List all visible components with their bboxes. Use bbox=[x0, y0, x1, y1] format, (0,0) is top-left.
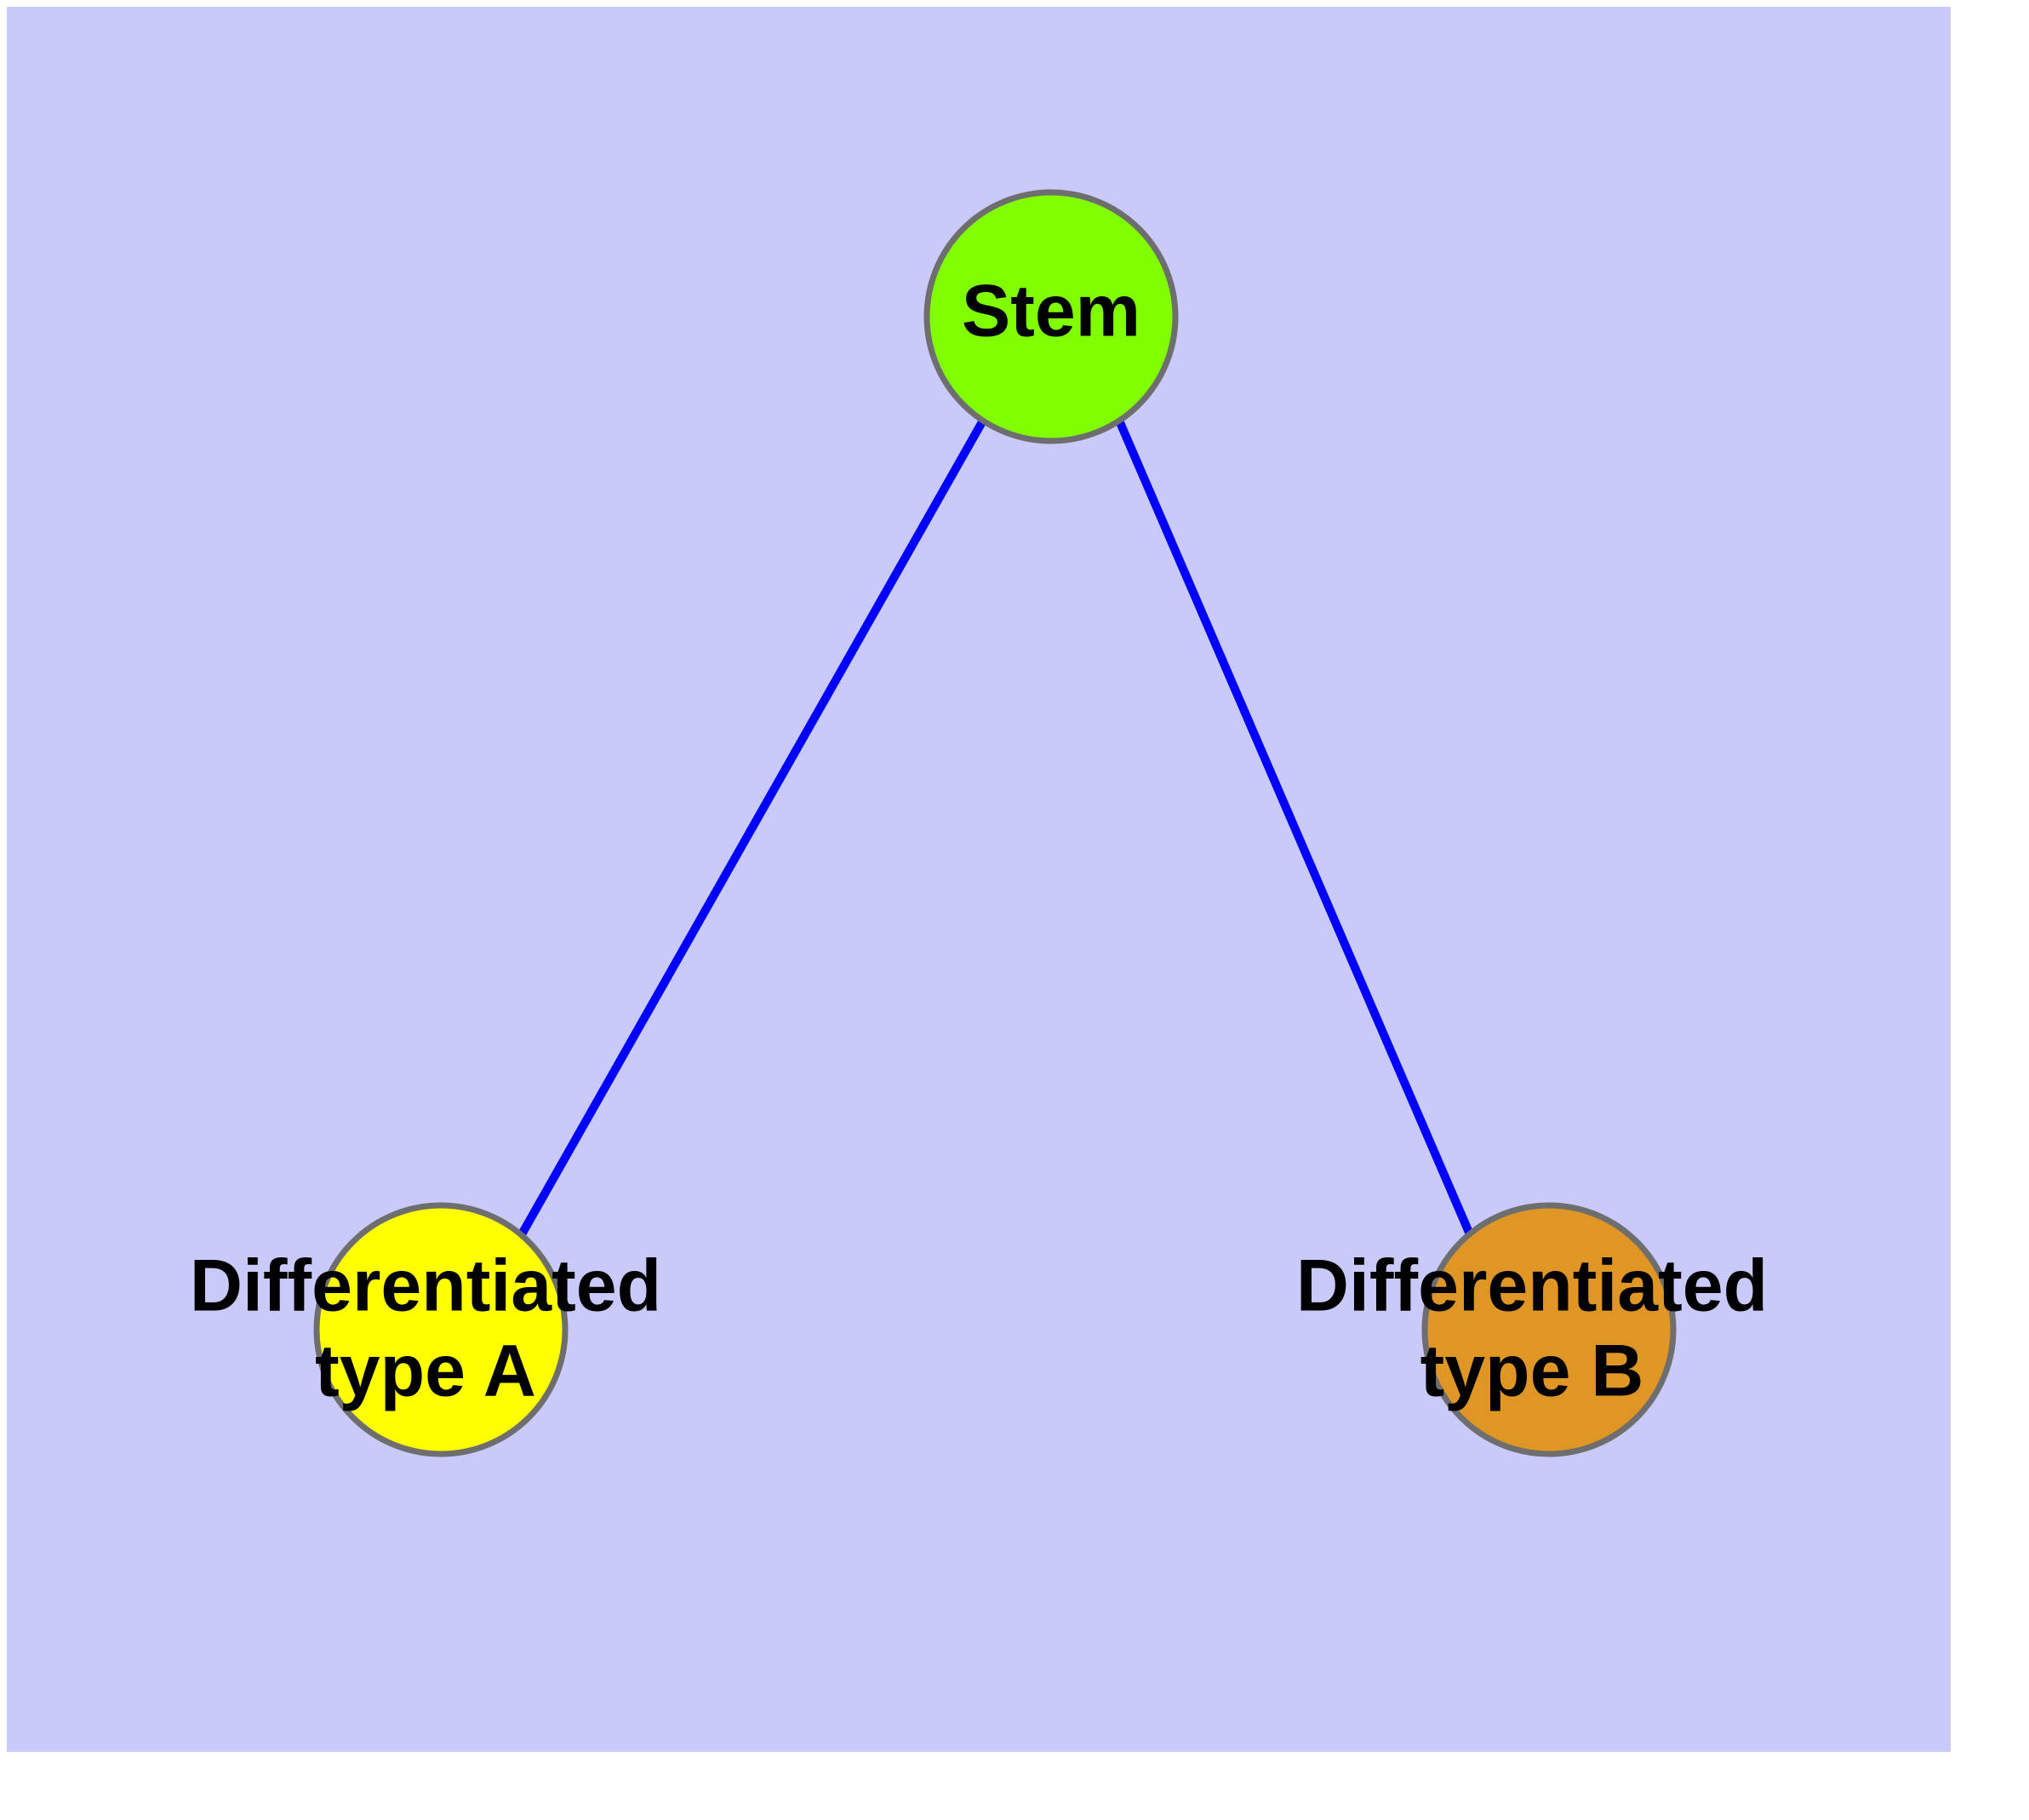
node-label-stem: Stem bbox=[962, 271, 1140, 352]
edge-stem-to-differentiated-type-a[interactable] bbox=[517, 418, 987, 1237]
node-label-differentiated-type-b-line1: Differentiated bbox=[1296, 1245, 1768, 1327]
node-stem[interactable] bbox=[923, 189, 1179, 444]
node-differentiated-type-a[interactable] bbox=[313, 1202, 569, 1457]
labels-layer: Stem Differentiated type A Differentiate… bbox=[190, 271, 1768, 1412]
nodes-layer bbox=[313, 189, 1677, 1457]
node-label-differentiated-type-b-line2: type B bbox=[1420, 1331, 1644, 1412]
edges-layer bbox=[517, 418, 1474, 1237]
node-differentiated-type-b[interactable] bbox=[1421, 1202, 1677, 1457]
node-label-differentiated-type-a-line1: Differentiated bbox=[190, 1245, 661, 1327]
edge-stem-to-differentiated-type-b[interactable] bbox=[1115, 419, 1474, 1236]
node-label-differentiated-type-a-line2: type A bbox=[315, 1331, 536, 1412]
